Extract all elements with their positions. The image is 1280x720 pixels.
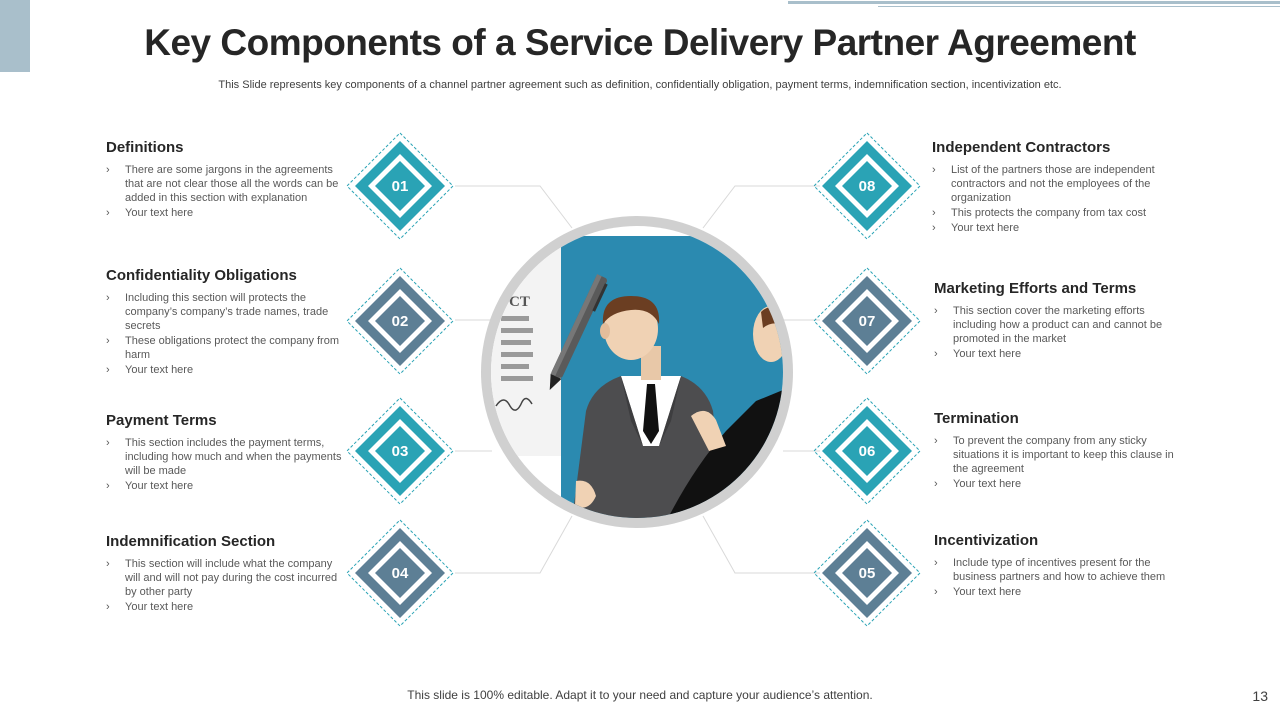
diamond-number: 03: [391, 442, 409, 460]
component-bullet: Your text here: [106, 363, 346, 377]
component-definitions: Definitions There are some jargons in th…: [106, 139, 346, 221]
component-bullet: To prevent the company from any sticky s…: [934, 434, 1174, 476]
diamond-badge-02: 02: [345, 266, 455, 376]
component-title: Independent Contractors: [932, 139, 1111, 156]
diamond-icon: [346, 132, 454, 240]
corner-accent-bar: [0, 0, 30, 72]
component-incentivization: Incentivization Include type of incentiv…: [934, 532, 1174, 600]
component-title: Incentivization: [934, 532, 1039, 549]
component-bullet: This section cover the marketing efforts…: [934, 304, 1174, 346]
diamond-number: 04: [391, 564, 409, 582]
slide-footer: This slide is 100% editable. Adapt it to…: [407, 688, 873, 702]
component-title: Termination: [934, 410, 1019, 427]
component-bullet: List of the partners those are independe…: [932, 163, 1172, 205]
component-payment-terms: Payment Terms This section includes the …: [106, 412, 346, 494]
component-title: Indemnification Section: [106, 533, 276, 550]
component-title: Marketing Efforts and Terms: [934, 280, 1137, 297]
diamond-badge-04: 04: [345, 518, 455, 628]
business-handshake-illustration: CT: [481, 216, 793, 528]
diamond-icon: [813, 519, 921, 627]
component-bullet: This protects the company from tax cost: [932, 206, 1172, 220]
component-bullet: There are some jargons in the agreements…: [106, 163, 346, 205]
component-bullet: Your text here: [934, 347, 1174, 361]
diamond-icon: [813, 397, 921, 505]
diamond-number: 01: [391, 177, 409, 195]
diamond-icon: [346, 519, 454, 627]
component-confidentiality: Confidentiality Obligations Including th…: [106, 267, 346, 378]
diamond-icon: [813, 132, 921, 240]
diamond-badge-08: 08: [812, 131, 922, 241]
component-title: Definitions: [106, 139, 184, 156]
component-bullet: Your text here: [934, 585, 1174, 599]
slide-subtitle: This Slide represents key components of …: [218, 79, 1062, 91]
diamond-badge-03: 03: [345, 396, 455, 506]
diamond-badge-07: 07: [812, 266, 922, 376]
component-bullet: This section includes the payment terms,…: [106, 436, 346, 478]
component-bullet: Including this section will protects the…: [106, 291, 346, 333]
component-bullet: Your text here: [106, 206, 346, 220]
svg-text:CT: CT: [509, 294, 530, 310]
diamond-number: 08: [858, 177, 876, 195]
slide-title: Key Components of a Service Delivery Par…: [144, 22, 1136, 63]
diamond-badge-05: 05: [812, 518, 922, 628]
component-marketing-efforts: Marketing Efforts and Terms This section…: [934, 280, 1174, 362]
top-accent-line-thin: [878, 6, 1280, 7]
component-bullet: These obligations protect the company fr…: [106, 334, 346, 362]
page-number: 13: [1252, 688, 1268, 704]
diamond-number: 07: [858, 312, 876, 330]
diamond-number: 05: [858, 564, 876, 582]
component-bullet: Include type of incentives present for t…: [934, 556, 1174, 584]
diamond-badge-06: 06: [812, 396, 922, 506]
top-accent-line: [788, 1, 1280, 4]
diamond-number: 06: [858, 442, 876, 460]
component-bullet: Your text here: [106, 479, 346, 493]
diamond-badge-01: 01: [345, 131, 455, 241]
component-indemnification: Indemnification Section This section wil…: [106, 533, 346, 615]
pen-icon: [549, 274, 608, 390]
component-bullet: This section will include what the compa…: [106, 557, 346, 599]
diamond-icon: [346, 267, 454, 375]
component-termination: Termination To prevent the company from …: [934, 410, 1174, 492]
component-independent-contractors: Independent Contractors List of the part…: [932, 139, 1172, 236]
component-title: Confidentiality Obligations: [106, 267, 297, 284]
diamond-icon: [813, 267, 921, 375]
component-bullet: Your text here: [932, 221, 1172, 235]
component-title: Payment Terms: [106, 412, 217, 429]
component-bullet: Your text here: [106, 600, 346, 614]
component-bullet: Your text here: [934, 477, 1174, 491]
diamond-number: 02: [391, 312, 409, 330]
diamond-icon: [346, 397, 454, 505]
